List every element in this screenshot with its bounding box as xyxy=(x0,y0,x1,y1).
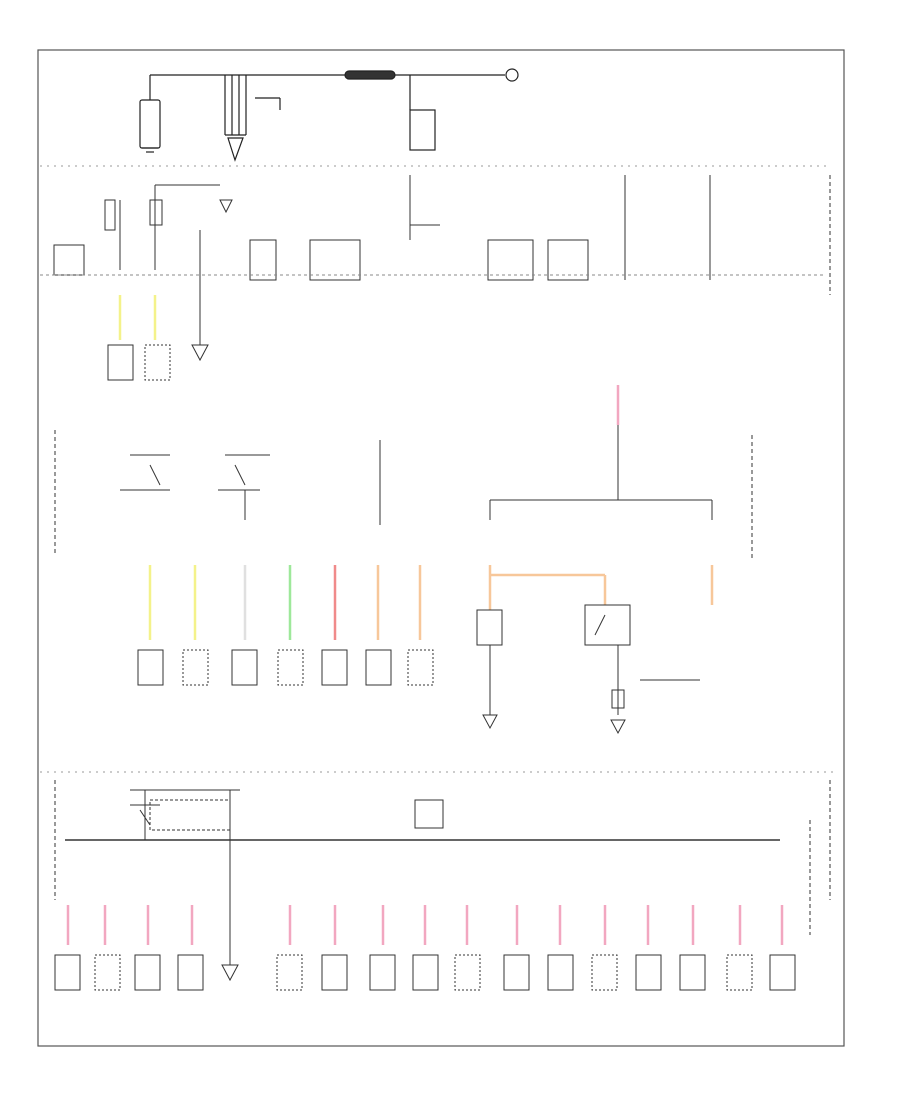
load-row-1 xyxy=(107,295,209,381)
battery xyxy=(139,99,161,149)
load-row-2-wires xyxy=(148,385,714,640)
ground-connector xyxy=(505,68,519,82)
load-row-3-boxes xyxy=(54,954,796,991)
battery-section xyxy=(139,68,519,162)
ground-symbol xyxy=(227,137,244,162)
load-row-2-boxes xyxy=(137,604,700,735)
diagram-frame xyxy=(37,49,845,1047)
load-row-3-wires xyxy=(66,905,784,945)
generator-box xyxy=(409,109,436,151)
fuse-row-1 xyxy=(40,165,831,345)
fusible-link xyxy=(344,70,396,80)
middle-section xyxy=(54,400,753,560)
bottom-section xyxy=(40,771,835,965)
